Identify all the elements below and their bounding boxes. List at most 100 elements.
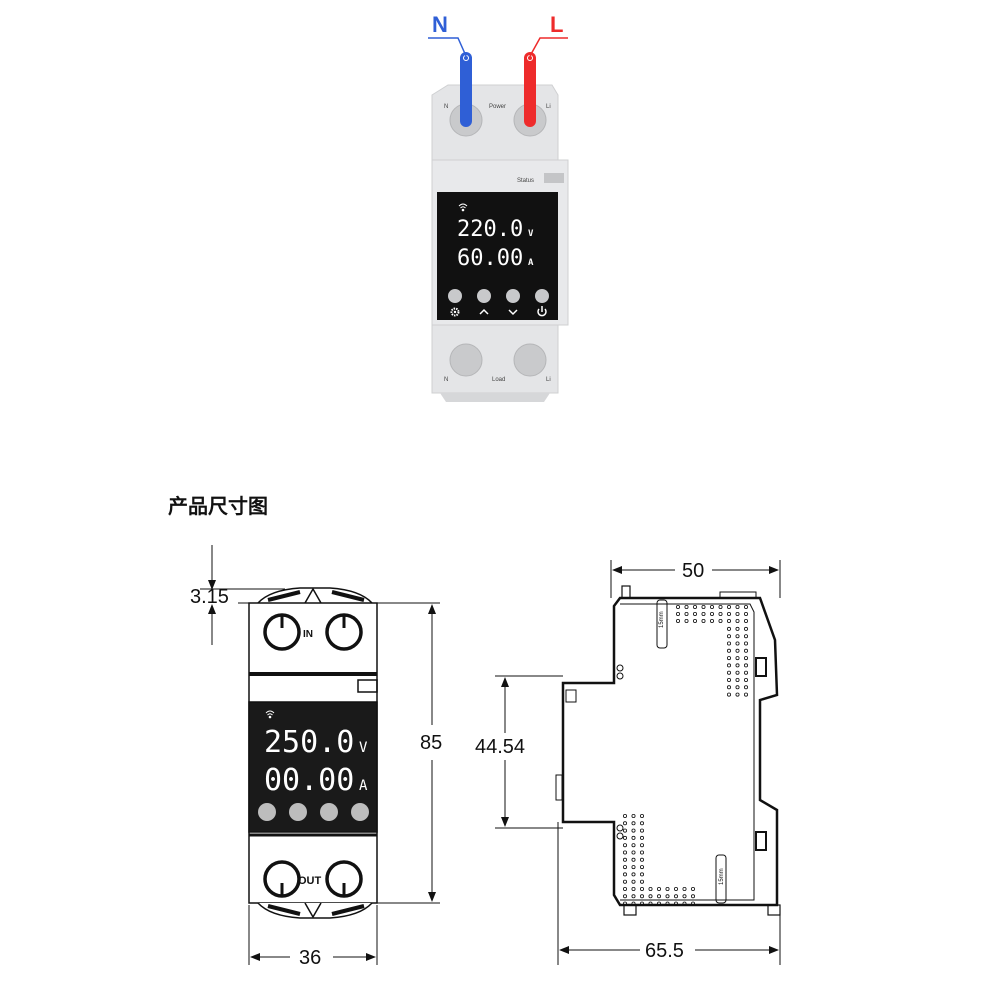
vent-hole (691, 901, 696, 906)
vent-hole (684, 605, 689, 610)
device-photo: N Power Li N L Status 220.0 V 60.00 A (428, 12, 569, 402)
vent-hole (682, 894, 687, 899)
vent-hole (674, 894, 679, 899)
rail-label-top: 15mm (659, 611, 665, 628)
vent-hole (727, 605, 732, 610)
vent-hole (623, 843, 628, 848)
side-view-drawing (555, 585, 781, 916)
vent-hole (710, 619, 715, 624)
neutral-wire-label: N (432, 12, 448, 37)
vent-hole (657, 901, 662, 906)
power-button[interactable] (535, 289, 549, 303)
vent-hole (727, 648, 732, 653)
vent-hole (623, 901, 628, 906)
vent-hole (727, 685, 732, 690)
vent-hole (744, 641, 749, 646)
front-dimension-lines (200, 545, 440, 965)
vent-hole (640, 879, 645, 884)
vent-hole (744, 634, 749, 639)
terminal-label-n-bottom: N (444, 377, 448, 383)
vent-hole (623, 828, 628, 833)
vent-hole (623, 894, 628, 899)
front-voltage-unit: V (359, 740, 368, 756)
vent-hole (631, 850, 636, 855)
vent-hole (640, 835, 645, 840)
vent-hole (623, 865, 628, 870)
vent-hole (693, 619, 698, 624)
vent-hole (631, 901, 636, 906)
vent-hole (631, 843, 636, 848)
vent-hole (744, 685, 749, 690)
vent-hole (744, 678, 749, 683)
vent-hole (735, 612, 740, 617)
vent-hole (727, 692, 732, 697)
down-button[interactable] (506, 289, 520, 303)
vent-hole (701, 612, 706, 617)
terminal-l-out (513, 343, 547, 377)
front-button-4 (351, 803, 369, 821)
vent-hole (718, 605, 723, 610)
front-current-unit: A (359, 778, 368, 794)
vent-hole (727, 612, 732, 617)
vent-hole (640, 814, 645, 819)
vent-hole (727, 656, 732, 661)
vent-hole (665, 901, 670, 906)
wifi-icon (458, 203, 468, 212)
vent-hole (631, 821, 636, 826)
neutral-wire (460, 52, 472, 127)
vent-hole (701, 619, 706, 624)
vent-hole (744, 656, 749, 661)
vent-hole (710, 605, 715, 610)
vent-hole (640, 821, 645, 826)
vent-hole (640, 894, 645, 899)
vent-hole (640, 828, 645, 833)
vent-hole (744, 605, 749, 610)
power-icon (537, 306, 547, 317)
clip-dimension: 3.15 (190, 586, 229, 608)
vent-hole (640, 887, 645, 892)
vent-hole (623, 887, 628, 892)
vent-hole (631, 894, 636, 899)
vent-hole (640, 857, 645, 862)
vent-hole (727, 619, 732, 624)
terminal-label-load: Load (492, 377, 505, 383)
lcd-display (437, 192, 558, 284)
vent-hole (640, 901, 645, 906)
up-button[interactable] (477, 289, 491, 303)
vent-hole (623, 835, 628, 840)
front-button-2 (289, 803, 307, 821)
vent-hole (744, 626, 749, 631)
section-title: 产品尺寸图 (168, 494, 268, 518)
vent-hole (718, 619, 723, 624)
vent-hole (640, 865, 645, 870)
vent-hole (657, 894, 662, 899)
status-led (544, 173, 564, 183)
vent-hole (623, 821, 628, 826)
vent-hole (735, 626, 740, 631)
vent-hole (665, 894, 670, 899)
settings-button[interactable] (448, 289, 462, 303)
vent-hole (735, 678, 740, 683)
vent-hole (744, 619, 749, 624)
terminal-n-out (449, 343, 483, 377)
vent-hole (727, 634, 732, 639)
chevron-up-icon (479, 308, 489, 315)
terminal-label-l-top: Li (546, 104, 551, 110)
terminal-label-n-top: N (444, 104, 448, 110)
top-width-dimension: 50 (682, 560, 704, 582)
vent-hole (631, 887, 636, 892)
current-reading: 60.00 (457, 246, 523, 271)
vent-hole (682, 901, 687, 906)
vent-hole (648, 887, 653, 892)
vent-hole (684, 612, 689, 617)
vent-hole (684, 619, 689, 624)
front-button-1 (258, 803, 276, 821)
vent-hole (727, 678, 732, 683)
vent-hole (727, 626, 732, 631)
vent-hole (631, 865, 636, 870)
front-current-reading: 00.00 (264, 763, 354, 798)
vent-hole (631, 814, 636, 819)
front-voltage-reading: 250.0 (264, 725, 354, 760)
vent-hole (623, 850, 628, 855)
